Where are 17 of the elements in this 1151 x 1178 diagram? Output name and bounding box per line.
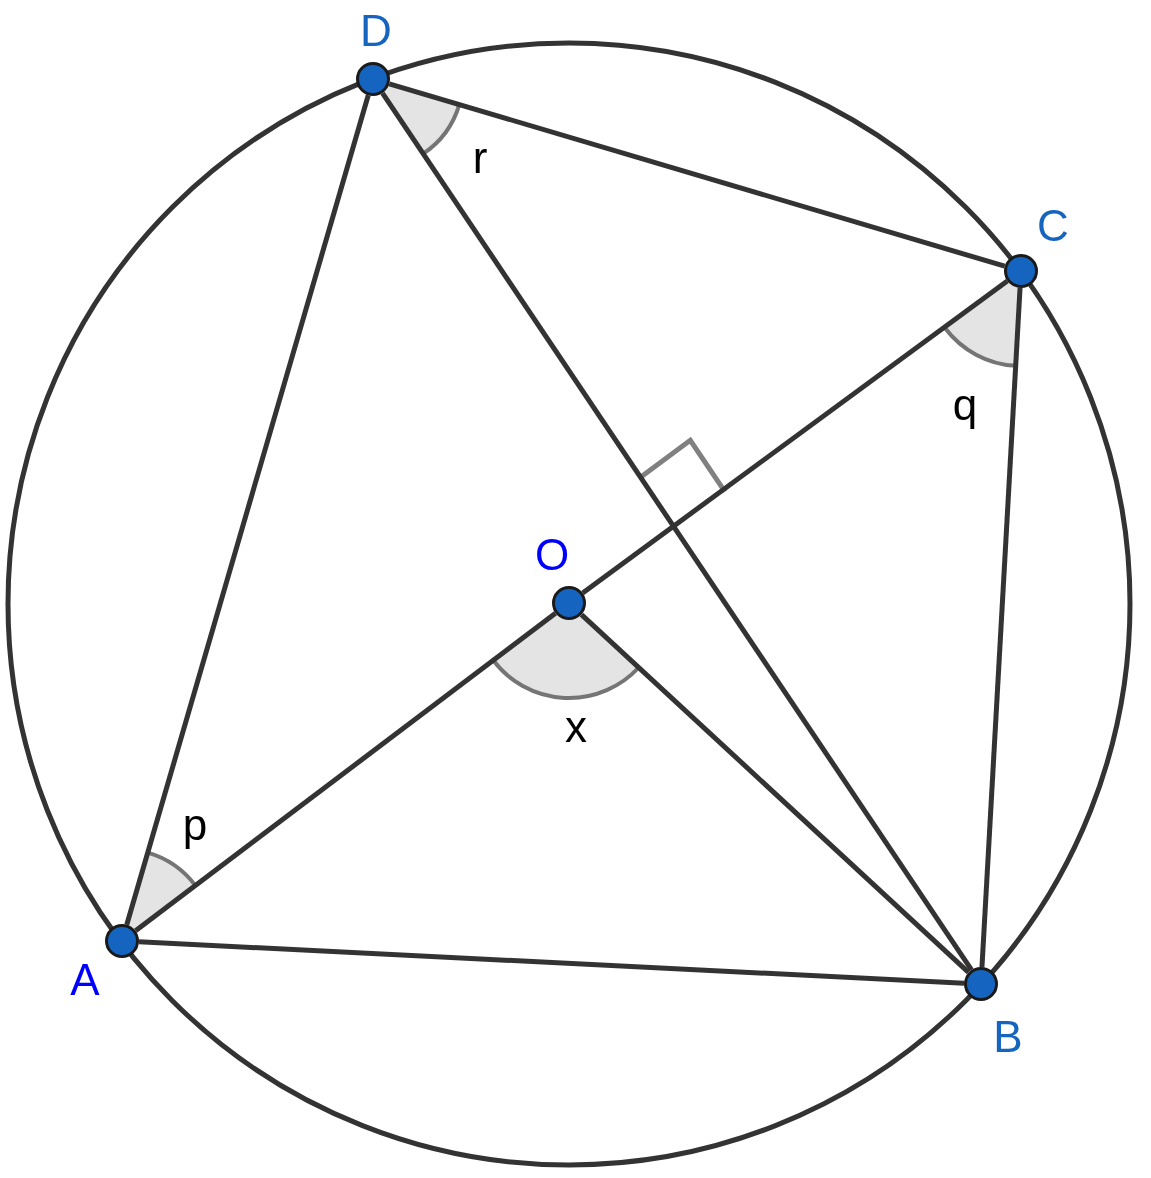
line-segment	[138, 939, 965, 986]
line-segment	[979, 287, 1023, 968]
line-segment	[134, 611, 557, 933]
line-segment	[579, 612, 971, 975]
angle-label: q	[952, 383, 978, 427]
point-label: O	[534, 533, 570, 577]
point-label: B	[993, 1015, 1023, 1059]
point-label: D	[360, 9, 392, 53]
point-label: C	[1037, 204, 1069, 248]
angle-label: p	[182, 803, 208, 847]
line-segment	[380, 91, 974, 972]
line-segment	[388, 81, 1006, 269]
line-segment	[124, 94, 371, 926]
angle-label: r	[472, 136, 488, 180]
line-segment	[581, 279, 1009, 595]
angle-label: x	[565, 705, 587, 749]
point-label: A	[70, 958, 100, 1002]
